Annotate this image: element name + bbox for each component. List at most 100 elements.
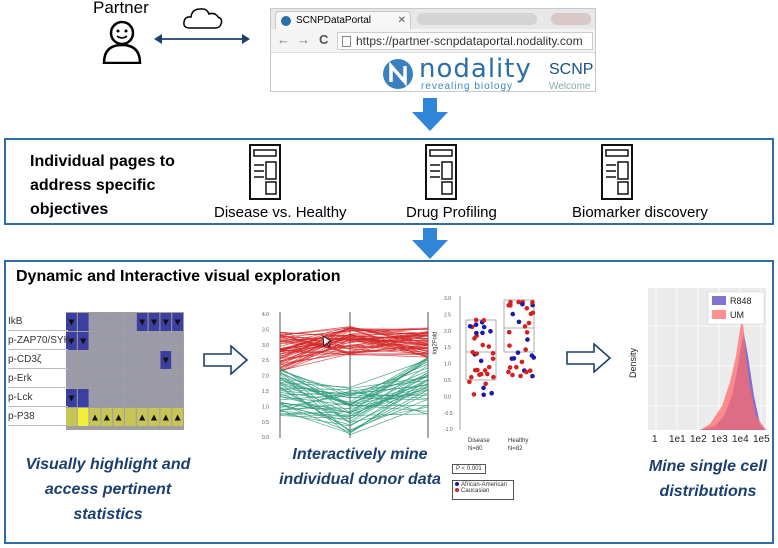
- page-disease-vs-healthy[interactable]: Disease vs. Healthy: [214, 204, 347, 221]
- dot-plot-point: [507, 343, 512, 348]
- dot-plot-y-tick: 0.5: [444, 378, 451, 384]
- heatmap[interactable]: [6, 312, 184, 430]
- pc-line-green: [279, 363, 429, 397]
- caption-left: Visually highlight and access pertinent …: [25, 456, 191, 523]
- pc-line-red: [279, 327, 429, 336]
- dot-plot-point: [525, 337, 530, 342]
- heatmap-cell: [89, 332, 101, 350]
- dot-plot[interactable]: 3.02.52.01.51.00.50.0-0.5-1.0: [434, 290, 544, 440]
- legend-label: African-American: [461, 482, 508, 488]
- pc-line-red: [279, 340, 429, 350]
- dot-plot-point: [522, 324, 528, 329]
- heatmap-cell: [77, 370, 89, 388]
- browser-tab[interactable]: SCNPDataPortal ✕: [275, 11, 411, 29]
- heatmap-cell: [125, 370, 136, 388]
- pc-line-green: [279, 383, 429, 436]
- pc-y-tick: 4.0: [262, 312, 269, 318]
- heatmap-arrow-icon: [151, 319, 157, 326]
- dot-plot-y-tick: 3.0: [444, 296, 451, 302]
- density-x-tick: 1e1: [669, 434, 686, 445]
- dot-plot-point: [481, 324, 487, 330]
- heatmap-cell: [172, 370, 183, 388]
- dot-plot-point: [472, 367, 478, 373]
- heatmap-cell: [77, 408, 89, 426]
- dot-plot-point: [478, 371, 484, 377]
- heatmap-arrow-icon: [68, 338, 75, 345]
- heatmap-arrow-icon: [162, 414, 169, 421]
- heatmap-cell: [125, 313, 136, 331]
- density-legend-label: UM: [730, 310, 744, 320]
- objectives-title: Individual pages to address specific obj…: [30, 153, 175, 218]
- dot-plot-point: [490, 356, 496, 362]
- parallel-coordinates-plot[interactable]: 4.03.53.02.52.01.51.00.50.0: [258, 306, 438, 442]
- pc-line-red: [279, 337, 429, 349]
- dot-plot-point: [526, 320, 532, 326]
- dot-plot-point: [474, 330, 479, 336]
- page-drug-profiling[interactable]: Drug Profiling: [406, 204, 497, 221]
- pc-line-green: [279, 376, 429, 408]
- dot-plot-point: [516, 319, 522, 325]
- pc-y-tick: 0.5: [262, 420, 269, 426]
- cursor-icon: [322, 335, 332, 348]
- pc-line-green: [279, 384, 429, 395]
- heatmap-cell: [77, 313, 89, 331]
- pc-line-green: [279, 392, 429, 399]
- dot-plot-point: [524, 330, 530, 335]
- dot-plot-point: [530, 373, 535, 379]
- dot-plot-point: [527, 368, 533, 373]
- dot-plot-point: [508, 303, 513, 308]
- heatmap-cell: [172, 351, 183, 369]
- pc-y-tick: 1.5: [262, 389, 269, 395]
- dot-plot-point: [509, 356, 515, 361]
- density-x-tick: 1e2: [690, 434, 707, 445]
- back-arrow-icon[interactable]: ←: [277, 32, 290, 47]
- heatmap-cell: [77, 351, 89, 369]
- dot-plot-y-tick: 0.0: [444, 394, 451, 400]
- heatmap-cell: [101, 351, 113, 369]
- forward-arrow-icon[interactable]: →: [297, 32, 310, 47]
- pc-line-red: [279, 353, 429, 372]
- page-biomarker-discovery[interactable]: Biomarker discovery: [572, 204, 708, 221]
- pc-line-green: [279, 356, 429, 403]
- dot-plot-legend: African-American Caucasian: [452, 480, 514, 500]
- heatmap-arrow-icon: [162, 319, 169, 326]
- dot-plot-point: [470, 349, 476, 355]
- dot-plot-point: [483, 381, 488, 387]
- dot-plot-point: [530, 310, 536, 316]
- dot-plot-point: [531, 355, 537, 360]
- heatmap-cell: [66, 351, 77, 369]
- heatmap-cell: [148, 332, 160, 350]
- pc-line-red: [279, 344, 429, 372]
- pc-y-tick: 2.5: [262, 358, 269, 364]
- dot-plot-point: [523, 347, 528, 352]
- url-text: https://partner-scnpdataportal.nodality.…: [356, 34, 583, 48]
- dot-plot-point: [489, 390, 494, 396]
- dot-plot-point: [481, 392, 486, 398]
- pc-line-red: [279, 336, 429, 350]
- pc-line-red: [279, 349, 429, 356]
- heatmap-arrow-icon: [174, 414, 181, 421]
- nodality-logo-icon: [383, 59, 413, 89]
- close-icon[interactable]: ✕: [397, 15, 406, 26]
- dot-plot-point: [518, 373, 523, 379]
- dot-plot-point: [520, 301, 525, 307]
- site-name: SCNPI: [549, 61, 596, 78]
- heatmap-cell: [101, 313, 113, 331]
- heatmap-arrow-icon: [92, 414, 98, 421]
- heatmap-row-label: p-Erk: [8, 370, 68, 388]
- partner-label: Partner: [93, 0, 149, 17]
- favicon-icon: [281, 16, 291, 26]
- browser-tab-title: SCNPDataPortal: [296, 15, 372, 26]
- blurred-tab: [551, 13, 591, 25]
- reload-icon[interactable]: C: [319, 32, 329, 47]
- browser-window: SCNPDataPortal ✕ ← → C https://partner-s…: [270, 8, 596, 92]
- density-plot[interactable]: [640, 286, 770, 432]
- pc-line-green: [279, 372, 429, 412]
- heatmap-grid: [6, 312, 183, 430]
- legend-swatch-r848: [712, 296, 726, 305]
- heatmap-row-label: p-P38: [8, 408, 68, 426]
- url-bar[interactable]: https://partner-scnpdataportal.nodality.…: [337, 32, 593, 50]
- pc-line-green: [279, 375, 429, 417]
- dot-plot-point: [491, 374, 496, 380]
- down-arrow-icon: [412, 228, 448, 259]
